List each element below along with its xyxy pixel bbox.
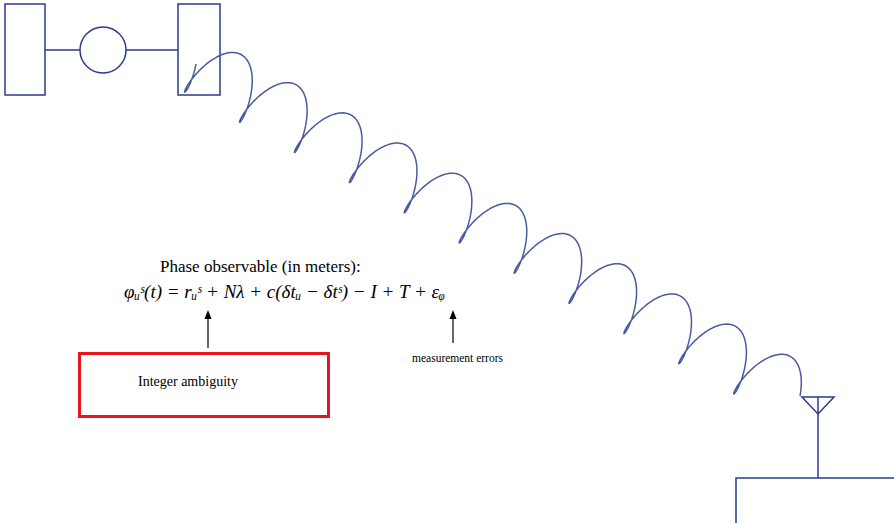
solar-panel (178, 4, 220, 95)
arrow-head (450, 310, 457, 319)
pointer-arrow (452, 316, 453, 343)
callout-box: Integer ambiguity (78, 352, 330, 418)
satellite-body (80, 27, 126, 73)
panel-arm (45, 49, 80, 51)
annotation-text: measurement errors (412, 352, 503, 364)
panel-arm (126, 49, 178, 51)
callout-text: Integer ambiguity (138, 374, 238, 390)
arrow-head (205, 310, 212, 319)
solar-panel (5, 4, 45, 95)
heading-text: Phase observable (in meters): (160, 257, 361, 277)
receiver (736, 397, 894, 523)
signal-wave (185, 52, 802, 396)
satellite (5, 4, 220, 95)
receiver-box (736, 478, 894, 523)
pointer-arrow (207, 316, 208, 348)
antenna-mast (817, 397, 819, 478)
pointer-arrows (205, 310, 457, 348)
formula: φᵤˢ(t) = rᵤˢ + Nλ + c(δtᵤ − δtˢ) − I + T… (124, 281, 445, 303)
